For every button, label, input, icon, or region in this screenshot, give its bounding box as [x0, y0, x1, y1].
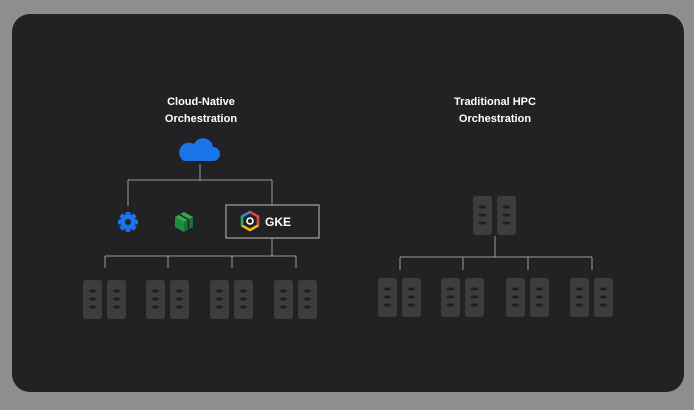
right-server-pair-3-a [506, 278, 525, 317]
right-server-pair-3-b [530, 278, 549, 317]
gke-logo-icon [240, 210, 260, 232]
gke-box: GKE [225, 204, 320, 239]
hpc-head-node-a [473, 196, 492, 235]
right-server-pair-2-b [465, 278, 484, 317]
left-server-pair-3-a [210, 280, 229, 319]
left-server-pair-3-b [234, 280, 253, 319]
cloud-native-title: Cloud-Native Orchestration [111, 94, 291, 128]
cloud-native-title-line1: Cloud-Native [167, 96, 235, 108]
right-server-pair-4-a [570, 278, 589, 317]
left-server-pair-4-a [274, 280, 293, 319]
left-server-pair-2-a [146, 280, 165, 319]
package-icon [175, 212, 193, 232]
traditional-hpc-title-line2: Orchestration [458, 113, 532, 125]
right-server-pair-2-a [441, 278, 460, 317]
cloud-icon [179, 138, 220, 161]
hpc-head-node-b [497, 196, 516, 235]
orchestration-diagram: GKE [83, 138, 613, 319]
right-server-pair-1-a [378, 278, 397, 317]
left-server-pair-1-a [83, 280, 102, 319]
gear-icon [118, 212, 138, 232]
left-server-pair-1-b [107, 280, 126, 319]
left-server-pair-2-b [170, 280, 189, 319]
right-server-pair-1-b [402, 278, 421, 317]
gke-label: GKE [265, 215, 291, 229]
cloud-native-title-line2: Orchestration [164, 113, 238, 125]
diagram-frame: Cloud-Native Orchestration Traditional H… [12, 14, 684, 392]
right-server-pair-4-b [594, 278, 613, 317]
right-connectors [399, 236, 593, 270]
left-connectors [104, 164, 297, 268]
server-groups [83, 196, 613, 319]
traditional-hpc-title: Traditional HPC Orchestration [405, 94, 585, 128]
left-server-pair-4-b [298, 280, 317, 319]
traditional-hpc-title-line1: Traditional HPC [454, 96, 536, 108]
